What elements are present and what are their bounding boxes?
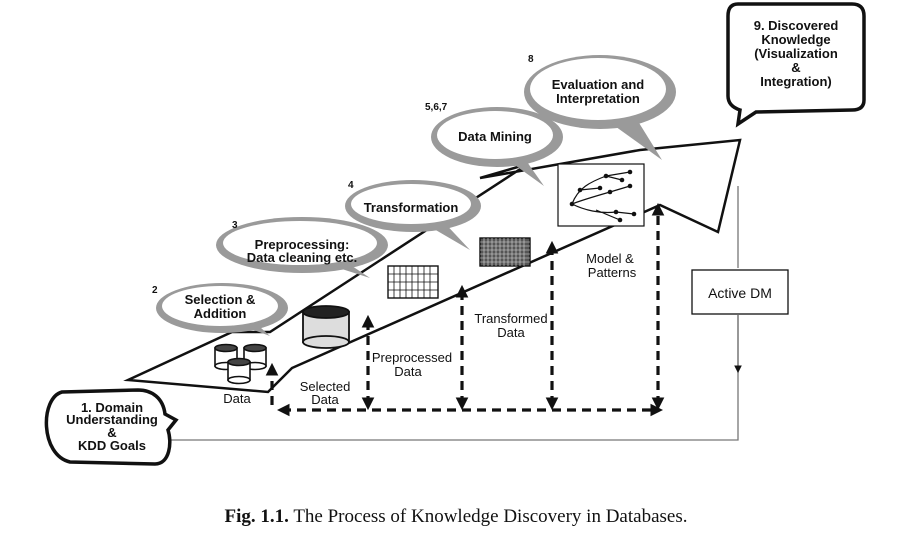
preprocessed-data-line2: Data	[394, 364, 422, 379]
model-patterns-line1: Model &	[586, 251, 634, 266]
bubble-transformation	[345, 180, 481, 250]
step4-line1: Transformation	[364, 200, 459, 215]
step8-line1: Evaluation and	[552, 77, 645, 92]
step2-line1: Selection &	[185, 292, 256, 307]
active-dm-label: Active DM	[708, 285, 772, 301]
bubble-domain-understanding	[44, 388, 179, 466]
artifact-labels: Data Selected Data Preprocessed Data Tra…	[223, 251, 636, 407]
step1-line4: KDD Goals	[78, 438, 146, 453]
step3-line2: Data cleaning etc.	[247, 250, 358, 265]
preprocessed-data-grid-icon	[387, 265, 439, 299]
step9-line4: &	[791, 60, 800, 75]
step5-number: 5,6,7	[425, 102, 448, 113]
step1-line2: Understanding	[66, 412, 158, 427]
preprocessed-data-line1: Preprocessed	[372, 350, 452, 365]
step-labels: 1. Domain Understanding & KDD Goals 2 Se…	[66, 18, 838, 453]
figure-caption: Fig. 1.1. The Process of Knowledge Disco…	[0, 506, 912, 528]
step9-line5: Integration)	[760, 74, 832, 89]
step4-number: 4	[348, 180, 354, 191]
bubble-discovered-knowledge	[726, 2, 866, 128]
step3-number: 3	[232, 220, 238, 231]
data-cylinders-icon	[214, 343, 267, 385]
step1-line1: 1. Domain	[81, 400, 143, 415]
selected-data-line2: Data	[311, 392, 339, 407]
step5-line1: Data Mining	[458, 129, 532, 144]
step3-line1: Preprocessing:	[255, 237, 350, 252]
bubble-data-mining	[431, 107, 563, 186]
step8-line2: Interpretation	[556, 91, 640, 106]
bubble-evaluation	[524, 55, 676, 160]
step1-line3: &	[107, 425, 116, 440]
active-dm-box: Active DM	[691, 269, 789, 315]
bubble-selection	[156, 283, 288, 336]
data-label: Data	[223, 391, 251, 406]
step9-line1: 9. Discovered	[754, 18, 839, 33]
step9-line3: (Visualization	[754, 46, 838, 61]
transformed-data-line1: Transformed	[474, 311, 547, 326]
feedback-loop	[168, 186, 742, 441]
dashed-links	[265, 202, 665, 417]
selected-data-cylinder-icon	[302, 305, 350, 349]
step9-line2: Knowledge	[761, 32, 830, 47]
transformed-data-grid-icon	[479, 237, 531, 267]
bubble-preprocessing	[216, 217, 388, 278]
model-tree-icon	[557, 163, 645, 227]
caption-text: The Process of Knowledge Discovery in Da…	[288, 506, 688, 527]
step2-line2: Addition	[194, 306, 247, 321]
caption-label: Fig. 1.1.	[224, 506, 289, 527]
selected-data-line1: Selected	[300, 379, 351, 394]
transformed-data-line2: Data	[497, 325, 525, 340]
step2-number: 2	[152, 285, 158, 296]
step8-number: 8	[528, 54, 534, 65]
model-patterns-line2: Patterns	[588, 265, 637, 280]
